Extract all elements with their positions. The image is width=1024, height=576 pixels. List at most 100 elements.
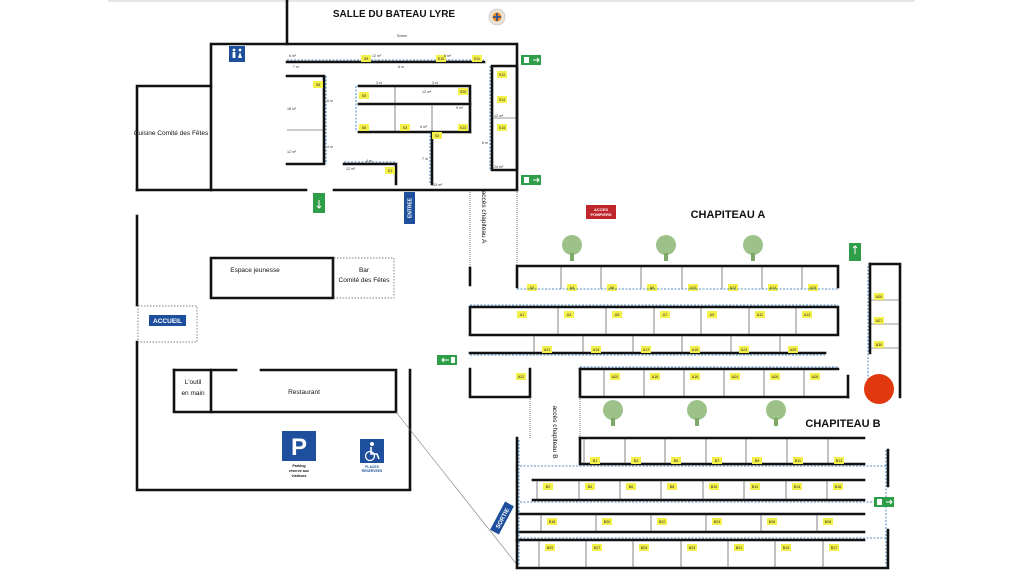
parking-sign: P Parking réservé aux visiteurs: [282, 431, 316, 478]
stand-tag: B7: [712, 457, 722, 464]
svg-text:PLACES: PLACES: [365, 465, 379, 469]
stand-tag: A14: [768, 284, 778, 291]
stand-number: S5: [362, 94, 366, 98]
stand-number: S9: [364, 57, 368, 61]
stand-tag: A18: [650, 373, 660, 380]
svg-text:POMPIERS: POMPIERS: [590, 212, 611, 217]
tree-icon: [603, 400, 623, 426]
stand-tag: B27: [592, 544, 602, 551]
stand-tag: B2: [543, 483, 553, 490]
stand-tag: B18: [547, 518, 557, 525]
stand-number: B2: [546, 485, 550, 489]
stand-tag: B3: [631, 457, 641, 464]
stand-tag: A15: [690, 346, 700, 353]
stand-tag: A3: [564, 311, 574, 318]
stand-number: A27: [876, 319, 882, 323]
stand-number: A28: [812, 375, 818, 379]
stand-number: A19: [593, 348, 599, 352]
toilets-icon: [229, 46, 245, 62]
stand-tag: S11: [472, 55, 482, 62]
stand-number: A7: [663, 313, 667, 317]
reception-sign: ACCUEIL: [149, 315, 186, 326]
stand-tag: A9: [707, 311, 717, 318]
stand-number: S1: [388, 169, 392, 173]
stand-number: B1: [593, 459, 597, 463]
stand-number: A20: [612, 375, 618, 379]
stand-tag: B28: [823, 518, 833, 525]
stand-number: B7: [715, 459, 719, 463]
stand-number: A9: [710, 313, 714, 317]
salle-hall: SALLE DU BATEAU LYRE Scène Cuisine Comit…: [134, 0, 541, 268]
svg-text:réservé aux: réservé aux: [289, 469, 309, 473]
stand-number: B8: [670, 485, 674, 489]
stand-tag: B6: [626, 483, 636, 490]
stand-number: A3: [567, 313, 571, 317]
stand-tag: A16: [808, 284, 818, 291]
stand-number: B3: [634, 459, 638, 463]
stand-tag: A4: [567, 284, 577, 291]
stand-tag: B25: [639, 544, 649, 551]
stand-number: A6: [610, 286, 614, 290]
stand-tag: S1: [385, 167, 395, 174]
hall-title: SALLE DU BATEAU LYRE: [333, 9, 456, 20]
stand-number: A8: [650, 286, 654, 290]
stand-number: B19: [783, 546, 789, 550]
entrance-sign: ENTREE: [404, 192, 415, 224]
stand-number: A14: [770, 286, 776, 290]
stand-tag: A29: [874, 293, 884, 300]
stand-tag: S9: [361, 55, 371, 62]
chapiteau-a-title: CHAPITEAU A: [691, 209, 766, 221]
stand-tag: S15: [497, 124, 507, 131]
stand-tag: B26: [767, 518, 777, 525]
stand-tag: B23: [687, 544, 697, 551]
stand-number: B24: [714, 520, 720, 524]
dimension-label: 4 m: [366, 159, 372, 163]
exit-sign-icon: [849, 243, 861, 261]
exit-sign-icon: [313, 193, 325, 213]
svg-text:visiteurs: visiteurs: [292, 474, 307, 478]
exit-sign-icon: [521, 175, 541, 185]
dimension-label: 6 m: [327, 99, 333, 103]
stand-number: B26: [769, 520, 775, 524]
stand-number: A26: [772, 375, 778, 379]
stand-tag: S8: [313, 81, 323, 88]
stand-number: B20: [604, 520, 610, 524]
stand-tag: B11: [793, 457, 803, 464]
stand-tag: A27: [874, 317, 884, 324]
stand-number: B11: [795, 459, 801, 463]
restaurant-label: Restaurant: [288, 389, 320, 396]
stand-number: A16: [810, 286, 816, 290]
stand-tag: A2: [527, 284, 537, 291]
stand-tag: B21: [734, 544, 744, 551]
stand-number: A24: [732, 375, 738, 379]
stand-tag: A24: [730, 373, 740, 380]
area-label: 18 m²: [287, 107, 297, 111]
area-label: 12 m²: [494, 114, 504, 118]
stand-tag: A6: [607, 284, 617, 291]
stand-tag: S6: [359, 124, 369, 131]
bar-label: Bar: [359, 267, 370, 274]
stand-number: A17: [643, 348, 649, 352]
organizer-logo: [488, 8, 506, 26]
stand-tag: A5: [612, 311, 622, 318]
stand-number: B4: [588, 485, 592, 489]
stand-number: B27: [594, 546, 600, 550]
svg-text:ACCUEIL: ACCUEIL: [153, 318, 182, 325]
stage-label: Scène: [397, 34, 407, 38]
stand-number: B18: [549, 520, 555, 524]
stand-number: A5: [615, 313, 619, 317]
stand-number: B10: [711, 485, 717, 489]
bar-sublabel: Comité des Fêtes: [339, 277, 391, 284]
exit-sign-icon: [874, 497, 894, 507]
stand-number: A12: [730, 286, 736, 290]
stand-tag: B10: [709, 483, 719, 490]
fire-access-sign: ACCES POMPIERS: [586, 205, 616, 219]
stand-number: A11: [757, 313, 763, 317]
tree-icon: [687, 400, 707, 426]
stand-number: B16: [835, 485, 841, 489]
stand-tag: A25: [788, 346, 798, 353]
stand-tag: A17: [641, 346, 651, 353]
